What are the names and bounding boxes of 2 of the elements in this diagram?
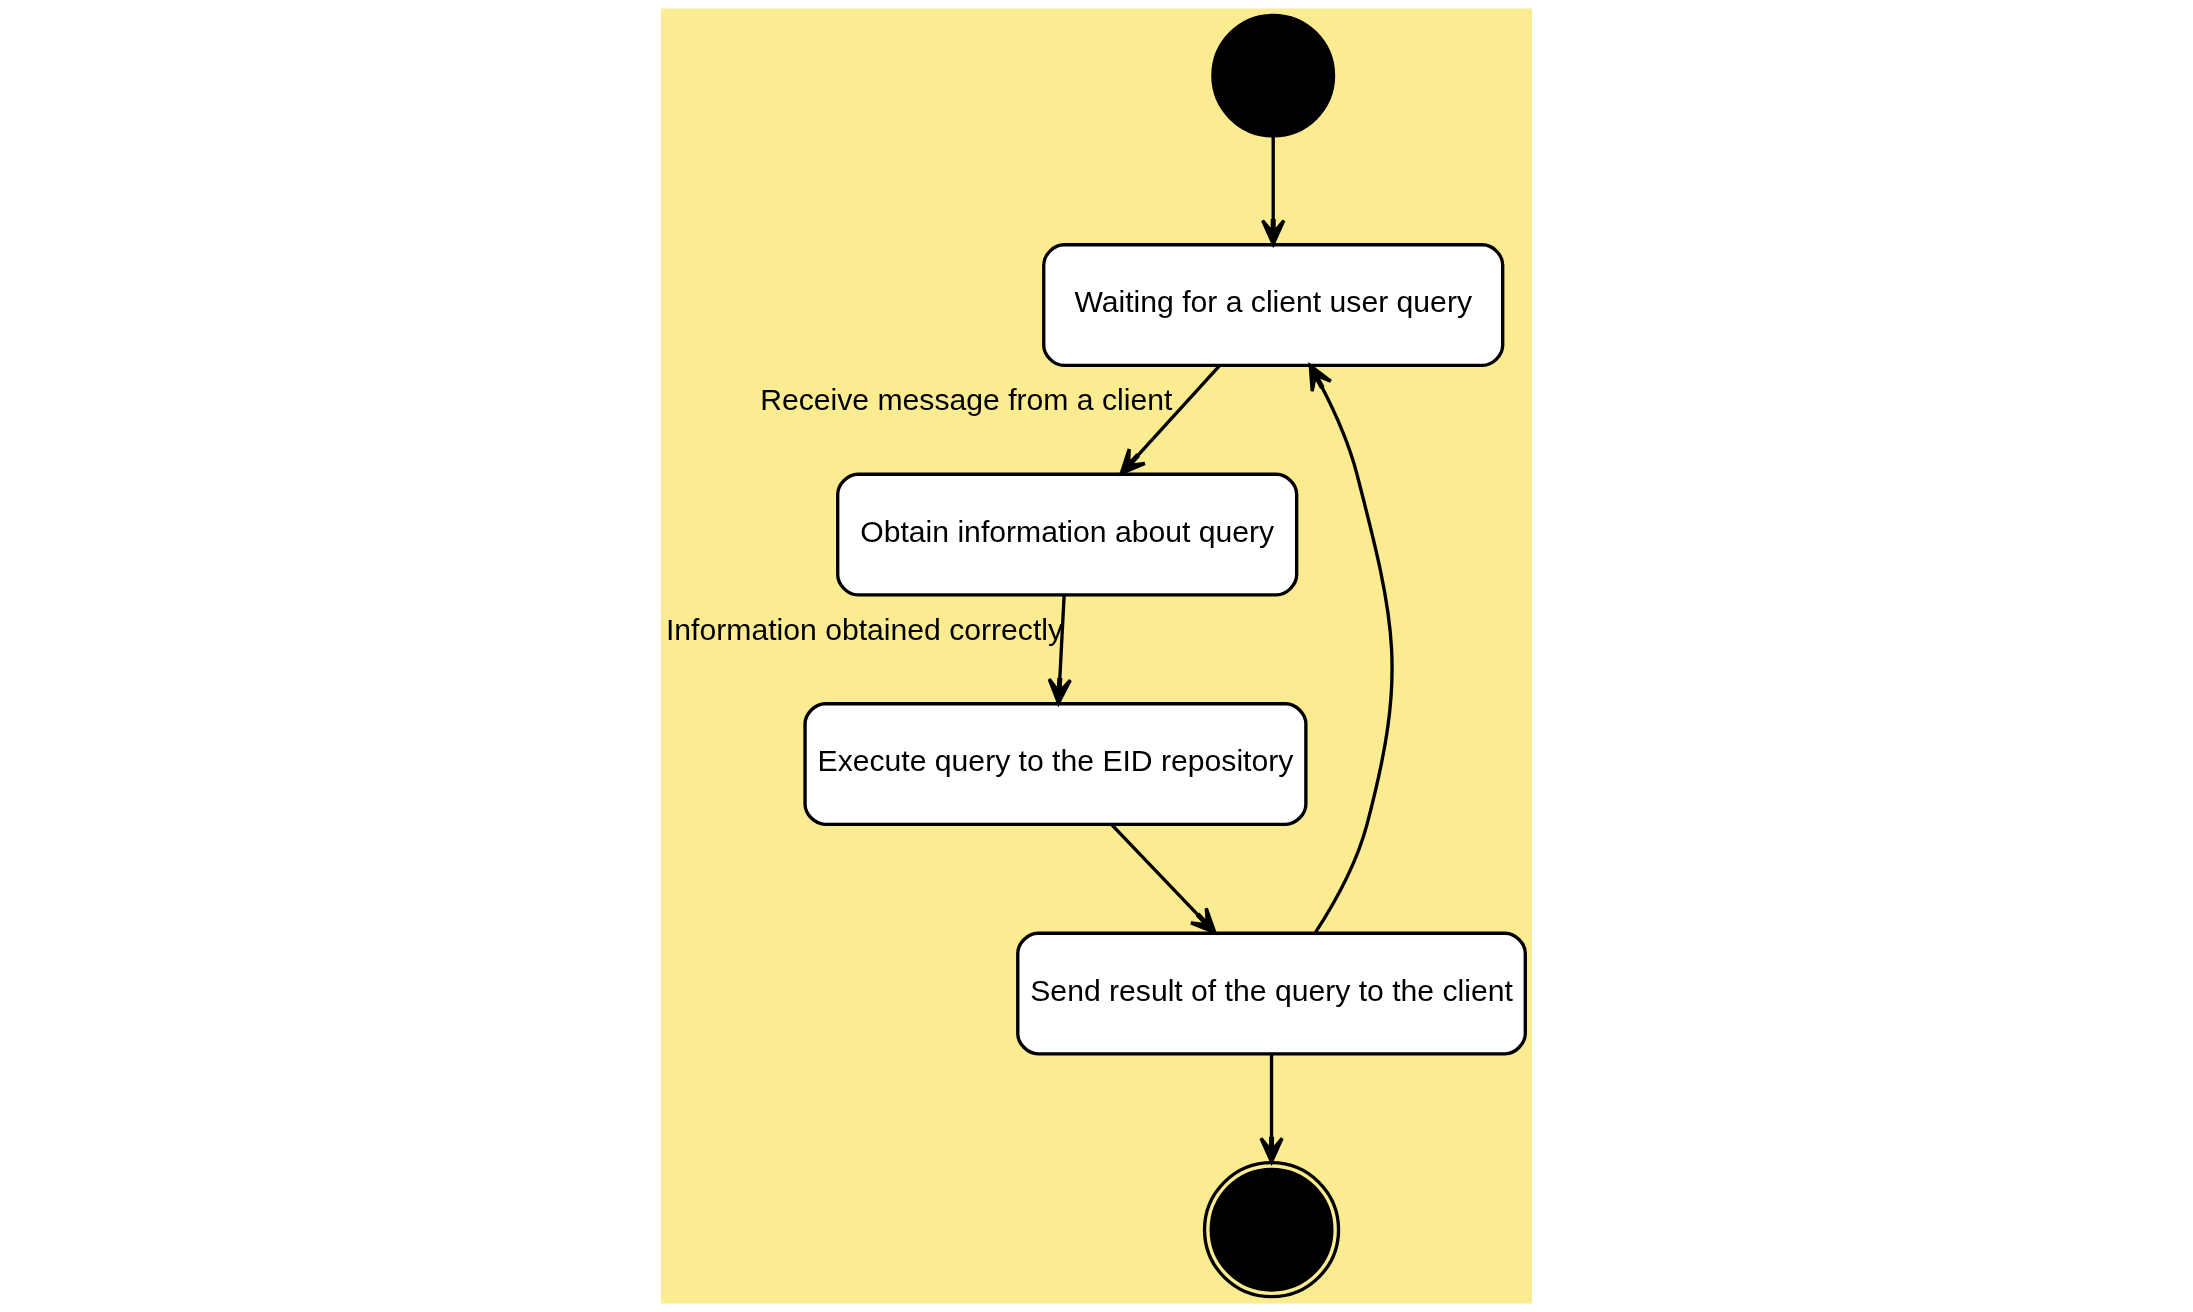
edge-label: Receive message from a client	[760, 382, 1173, 416]
edge-label: Information obtained correctly	[665, 612, 1064, 646]
